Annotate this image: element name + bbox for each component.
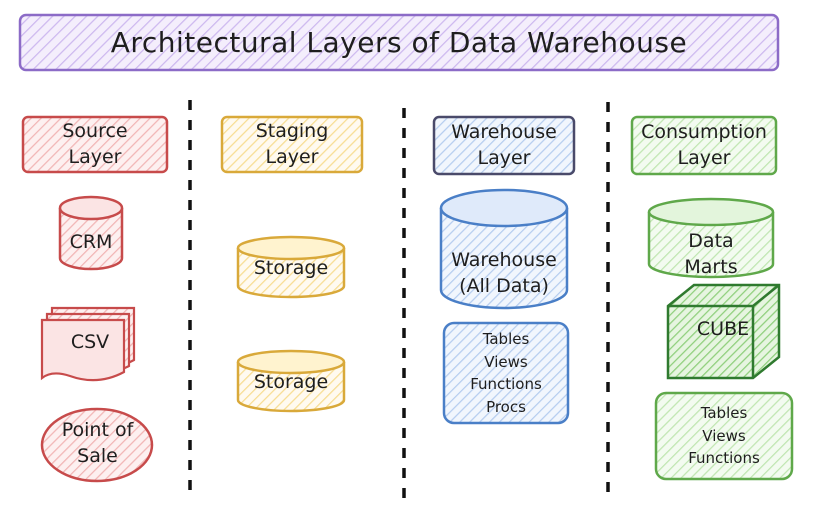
warehouse-cylinder-icon [439,188,569,310]
staging-storage-label: Storage [253,371,329,394]
staging-layer-header: Staging Layer [255,119,329,168]
storage-cylinder-icon [236,349,346,413]
staging-storage-label: Storage [253,257,329,280]
diagram-title: Architectural Layers of Data Warehouse [110,25,688,59]
cube-icon [666,283,781,380]
consumption-layer-header-box [630,115,778,176]
warehouse-objects-box [442,321,570,425]
warehouse-store-label: Warehouse (All Data) [451,249,557,297]
consumption-layer-header: Consumption Layer [641,120,767,169]
title-box [18,13,780,72]
point-of-sale-label: Point of Sale [61,419,134,467]
storage-cylinder-icon [236,235,346,299]
cube-label: CUBE [696,318,750,341]
point-of-sale-ellipse-icon [40,407,154,483]
data-marts-label: Data Marts [684,230,738,278]
staging-layer-header-box [220,115,364,174]
csv-label: CSV [70,331,110,354]
crm-cylinder-icon [58,195,124,271]
warehouse-objects-label: Tables Views Functions Procs [470,330,542,416]
consumption-objects-label: Tables Views Functions [688,404,760,468]
source-layer-header: Source Layer [62,119,128,168]
crm-label: CRM [69,231,113,254]
data-marts-cylinder-icon [647,197,775,279]
csv-file-stack-icon [40,306,136,382]
consumption-objects-box [654,391,794,481]
warehouse-layer-header-box [432,115,576,176]
warehouse-layer-header: Warehouse Layer [451,120,557,169]
source-layer-header-box [21,115,169,174]
